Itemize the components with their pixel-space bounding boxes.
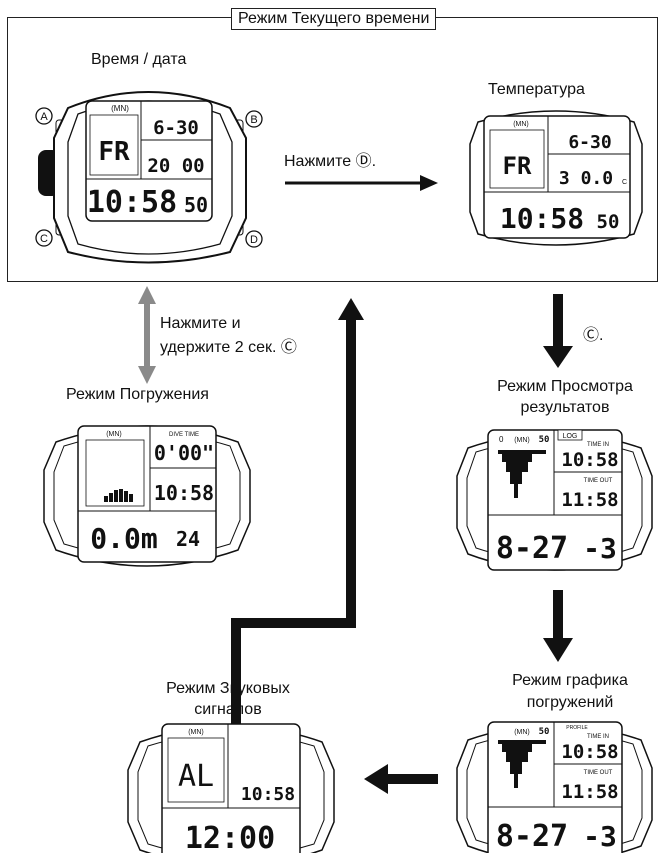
watch-graph-mode: (MN) 50 PROFILE TIME IN 10:58 TIME OUT 1… [456, 721, 653, 853]
svg-text:10:58: 10:58 [241, 784, 295, 805]
graph-profile [498, 740, 546, 788]
svg-text:PROFILE: PROFILE [566, 725, 588, 731]
svg-text:LOG: LOG [563, 433, 578, 440]
svg-text:(MN): (MN) [514, 437, 530, 444]
watch-time-date: A B C D (MN) FR 6-30 20 00 10:58 50 [35, 91, 263, 264]
svg-text:-3: -3 [583, 820, 617, 853]
svg-text:50: 50 [597, 211, 620, 233]
svg-text:(MN): (MN) [513, 121, 529, 128]
button-a[interactable]: A [35, 107, 53, 125]
svg-text:C: C [622, 179, 627, 186]
svg-text:(MN): (MN) [188, 729, 204, 736]
alarm-mode-label-line2: сигналов [194, 701, 262, 718]
svg-text:FR: FR [98, 137, 130, 167]
watch-temperature: (MN) FR 6-30 3 0.0 C 10:58 50 [469, 110, 643, 246]
log-mode-label-line2: результатов [520, 399, 610, 416]
svg-text:8-27: 8-27 [496, 531, 568, 566]
svg-text:-3: -3 [583, 532, 617, 565]
temperature-label: Температура [488, 81, 585, 98]
arrow-to-temperature [285, 175, 438, 191]
log-profile-graph [498, 450, 546, 498]
svg-text:TIME IN: TIME IN [587, 442, 609, 448]
svg-text:TIME OUT: TIME OUT [584, 770, 613, 776]
arrow-to-graph-mode [543, 590, 573, 662]
svg-text:DIVE TIME: DIVE TIME [169, 432, 199, 438]
svg-text:6-30: 6-30 [568, 132, 611, 153]
button-b[interactable]: B [245, 110, 263, 128]
svg-text:50: 50 [539, 435, 550, 445]
svg-text:TIME IN: TIME IN [587, 734, 609, 740]
svg-text:8-27: 8-27 [496, 819, 568, 853]
log-mode-label-line1: Режим Просмотра [497, 378, 633, 395]
press-c-label: Ⓒ. [583, 327, 604, 344]
svg-text:FR: FR [503, 152, 532, 180]
button-d[interactable]: D [245, 230, 263, 248]
svg-text:AL: AL [178, 759, 214, 794]
press-d-label: Нажмите Ⓓ. [284, 153, 377, 170]
watch-alarm-mode: (MN) AL 10:58 12:00 [127, 723, 335, 853]
svg-text:50: 50 [184, 193, 208, 217]
svg-text:0'00": 0'00" [154, 441, 214, 465]
button-c[interactable]: C [35, 229, 53, 247]
svg-text:11:58: 11:58 [561, 489, 618, 511]
svg-text:10:58: 10:58 [500, 202, 584, 235]
svg-text:50: 50 [539, 727, 550, 737]
svg-text:6-30: 6-30 [153, 117, 199, 139]
arrow-dive-toggle [138, 286, 156, 384]
alarm-mode-label-line1: Режим Звуковых [166, 680, 290, 697]
current-time-mode-title: Режим Текущего времени [231, 8, 437, 30]
svg-text:11:58: 11:58 [561, 781, 618, 803]
arrow-to-alarm-mode [364, 764, 438, 794]
svg-text:D: D [250, 234, 258, 246]
svg-text:10:58: 10:58 [154, 481, 214, 505]
svg-text:A: A [40, 111, 48, 123]
time-date-label: Время / дата [91, 51, 187, 68]
svg-text:B: B [250, 114, 257, 126]
svg-text:12:00: 12:00 [185, 821, 275, 853]
arrow-to-current-time [231, 298, 364, 727]
svg-text:10:58: 10:58 [561, 741, 618, 763]
svg-text:20 00: 20 00 [147, 155, 204, 177]
svg-text:3 0.0: 3 0.0 [559, 168, 613, 189]
arrow-to-log-mode [543, 294, 573, 368]
svg-text:24: 24 [176, 527, 200, 551]
graph-mode-label-line1: Режим графика [512, 672, 628, 689]
svg-text:C: C [40, 233, 48, 245]
svg-text:TIME OUT: TIME OUT [584, 478, 613, 484]
svg-text:0.0m: 0.0m [90, 522, 157, 555]
graph-mode-label-line2: погружений [526, 694, 614, 711]
svg-text:(MN): (MN) [514, 729, 530, 736]
dive-mode-label: Режим Погружения [66, 386, 209, 403]
press-hold-line1: Нажмите и [160, 315, 241, 332]
watch-log-mode: 0 (MN) 50 LOG TIME IN 10:58 TIME OUT 11:… [456, 429, 653, 571]
dive-bar-graph [104, 489, 133, 502]
svg-text:10:58: 10:58 [561, 449, 618, 471]
press-hold-line2: удержите 2 сек. Ⓒ [160, 339, 297, 356]
svg-text:(MN): (MN) [106, 431, 122, 438]
svg-text:(MN): (MN) [111, 104, 129, 113]
svg-text:0: 0 [499, 435, 504, 444]
svg-text:10:58: 10:58 [87, 185, 177, 220]
watch-dive-mode: (MN) DIVE TIME 0'00" 10:58 0.0m 24 [43, 425, 251, 567]
